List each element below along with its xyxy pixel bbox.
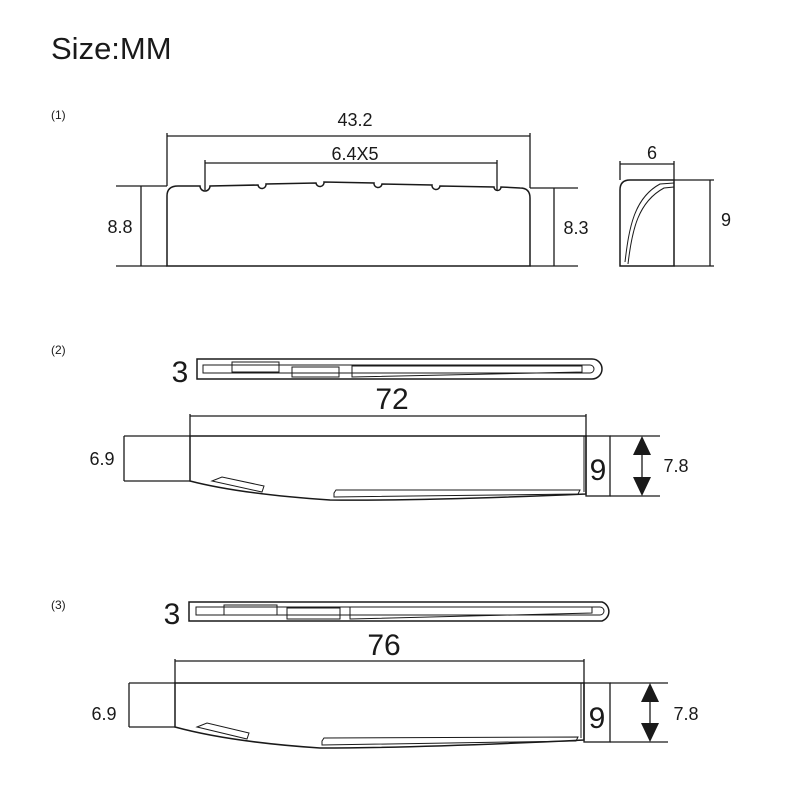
nut-profile-outline [619,179,675,267]
saddle3-top-slot-1 [223,604,278,616]
section-3-left-height-label: 6.9 [91,704,116,724]
section-2-left-height-label: 6.9 [89,449,114,469]
section-1-profile-height-label: 9 [721,210,731,230]
section-1-number: (1) [51,108,66,122]
s2-arrow-down-icon [633,477,651,496]
saddle-side-view-outline [189,435,587,501]
saddle-top-slot-1 [231,361,280,373]
section-2-thickness-label: 3 [172,356,189,389]
saddle3-side-slot-2 [321,736,579,746]
s2-arrow-up-icon [633,436,651,455]
section-3: (3) 3 76 6.9 9 7.8 [51,598,699,749]
section-1: (1) 43.2 6.4X5 8.8 8.3 6 9 [51,108,731,267]
saddle3-side-view-outline [174,682,585,749]
s3-arrow-down-icon [641,723,659,742]
saddle3-top-view-inner [195,606,605,616]
section-1-spacing-label: 6.4X5 [331,144,378,164]
s3-arrow-up-icon [641,683,659,702]
nut-profile-curve-inner [627,186,675,265]
nut-front-outline [166,181,531,267]
section-3-length-label: 76 [367,629,400,662]
saddle-top-slot-3 [351,365,583,378]
section-1-left-height-label: 8.8 [107,217,132,237]
nut-profile-curve [624,182,675,263]
saddle-top-view-inner [202,364,595,374]
section-2-number: (2) [51,343,66,357]
section-1-length-label: 43.2 [337,110,372,130]
section-3-number: (3) [51,598,66,612]
saddle-side-slot-2 [333,489,581,498]
section-3-thickness-label: 3 [164,598,181,631]
saddle3-top-slot-3 [349,606,593,620]
s3-end-height-box [583,682,611,743]
section-2-end-height-label: 9 [590,454,607,487]
s2-end-height-box [585,435,611,497]
section-3-end-height-label: 9 [589,702,606,735]
saddle3-top-slot-2 [286,607,341,620]
saddle-top-slot-2 [291,366,340,378]
saddle3-side-slot-1 [195,722,250,740]
section-1-right-height-label: 8.3 [563,218,588,238]
page-title: Size:MM [51,31,172,66]
saddle-side-slot-1 [210,476,265,493]
section-3-right-height-label: 7.8 [673,704,698,724]
section-2: (2) 3 72 6.9 9 7.8 [51,343,689,501]
section-1-profile-width-label: 6 [647,143,657,163]
section-2-length-label: 72 [375,383,408,416]
section-2-right-height-label: 7.8 [663,456,688,476]
